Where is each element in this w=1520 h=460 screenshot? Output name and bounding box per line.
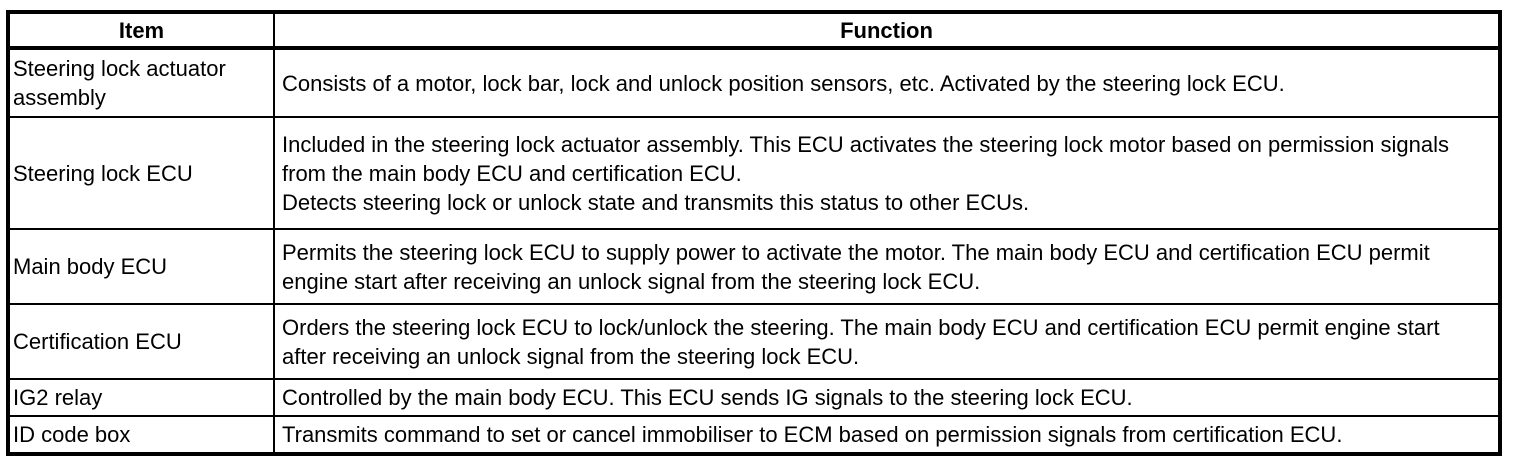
item-cell: ID code box [7, 415, 275, 455]
item-cell: Steering lock ECU [7, 116, 275, 230]
function-cell: Transmits command to set or cancel immob… [273, 415, 1501, 455]
item-function-table: Item Function Steering lock actuator ass… [6, 10, 1502, 456]
table-row: ID code box Transmits command to set or … [7, 415, 1501, 455]
function-cell: Included in the steering lock actuator a… [273, 116, 1501, 230]
column-header-item: Item [7, 11, 275, 50]
table-row: Certification ECU Orders the steering lo… [7, 303, 1501, 380]
table-row: IG2 relay Controlled by the main body EC… [7, 378, 1501, 417]
table-row: Steering lock ECU Included in the steeri… [7, 116, 1501, 230]
item-cell: Steering lock actuator assembly [7, 47, 275, 118]
header-row: Item Function [7, 11, 1501, 50]
function-cell: Permits the steering lock ECU to supply … [273, 228, 1501, 305]
item-cell: IG2 relay [7, 378, 275, 417]
table-row: Main body ECU Permits the steering lock … [7, 228, 1501, 305]
item-cell: Certification ECU [7, 303, 275, 380]
table-row: Steering lock actuator assembly Consists… [7, 47, 1501, 118]
function-cell: Consists of a motor, lock bar, lock and … [273, 47, 1501, 118]
item-cell: Main body ECU [7, 228, 275, 305]
column-header-function: Function [273, 11, 1501, 50]
function-cell: Controlled by the main body ECU. This EC… [273, 378, 1501, 417]
function-cell: Orders the steering lock ECU to lock/unl… [273, 303, 1501, 380]
